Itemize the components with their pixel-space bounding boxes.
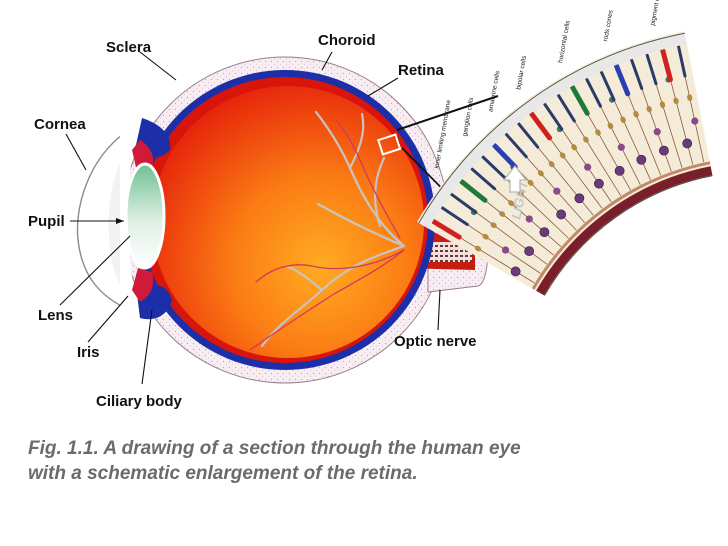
layer-label: inner limiting membrane xyxy=(434,99,453,169)
bipolar-cell xyxy=(633,110,639,118)
bipolar-cell xyxy=(646,105,652,113)
cone-photoreceptor xyxy=(613,63,631,97)
optic-nerve-fibers xyxy=(420,242,472,262)
amacrine-cell xyxy=(553,187,561,195)
rod-photoreceptor xyxy=(585,77,602,108)
leader-lines xyxy=(59,51,441,385)
layer-label: ganglion cells xyxy=(462,96,476,137)
ganglion-cell xyxy=(594,178,604,189)
label-cornea: Cornea xyxy=(34,116,86,133)
rod-photoreceptor xyxy=(517,122,540,149)
bipolar-cell xyxy=(490,222,497,229)
caption-line-2: with a schematic enlargement of the reti… xyxy=(28,463,418,484)
bipolar-cell xyxy=(537,170,544,177)
figure-caption: Fig. 1.1. A drawing of a section through… xyxy=(28,436,648,486)
bipolar-cell xyxy=(659,101,666,109)
bipolar-cell xyxy=(527,179,534,186)
lens xyxy=(124,162,166,270)
light-arrow xyxy=(502,164,528,193)
cone-photoreceptor xyxy=(570,84,590,116)
ganglion-cell xyxy=(659,145,669,156)
bipolar-cell xyxy=(620,116,626,124)
ganglion-cell xyxy=(682,138,693,149)
label-pupil: Pupil xyxy=(28,213,65,230)
caption-line-1: Fig. 1.1. A drawing of a section through… xyxy=(28,438,521,459)
bipolar-cell xyxy=(474,245,482,252)
rod-photoreceptor xyxy=(556,93,576,123)
bipolar-cell xyxy=(583,136,589,143)
ganglion-cell xyxy=(574,193,585,204)
cone-photoreceptor xyxy=(459,179,488,203)
cone-photoreceptor xyxy=(431,219,462,240)
rod-photoreceptor xyxy=(630,58,644,90)
vitreous-body xyxy=(152,86,424,358)
bipolar-cell xyxy=(508,200,515,207)
retinal-arteries xyxy=(249,119,405,351)
label-lens: Lens xyxy=(38,307,73,324)
cone-photoreceptor xyxy=(660,48,673,83)
globe-front-opening xyxy=(120,118,140,318)
bipolar-cell xyxy=(499,211,506,217)
bipolar-cell xyxy=(482,233,489,240)
enlargement-box xyxy=(377,133,402,156)
bipolar-cell xyxy=(559,152,566,159)
rod-photoreceptor xyxy=(470,167,497,191)
amacrine-cell xyxy=(525,215,533,223)
ganglion-cell xyxy=(556,209,567,220)
label-ciliary-body: Ciliary body xyxy=(96,393,183,410)
bipolar-cell xyxy=(548,161,555,168)
layer-label: horizontal cells xyxy=(557,19,571,63)
pupil-arrowhead xyxy=(116,218,124,224)
bipolar-cell xyxy=(673,97,679,105)
bipolar-cell xyxy=(595,129,601,136)
pigment-epithelium xyxy=(419,34,687,229)
label-retina: Retina xyxy=(398,62,445,79)
amacrine-cell xyxy=(653,128,661,136)
label-iris: Iris xyxy=(77,344,100,361)
rod-photoreceptor xyxy=(600,70,616,102)
cone-photoreceptor xyxy=(529,111,553,141)
layer-label: bipolar cells xyxy=(515,54,528,90)
layer-label: rods cones xyxy=(602,9,615,42)
bipolar-cell xyxy=(607,122,614,130)
label-sclera: Sclera xyxy=(106,39,152,56)
ganglion-cell xyxy=(614,165,625,176)
label-choroid: Choroid xyxy=(318,32,376,49)
rod-photoreceptor xyxy=(504,132,528,159)
layer-label: amacrine cells xyxy=(487,70,501,113)
amacrine-cell xyxy=(584,163,592,171)
nerve-fiber-layer xyxy=(531,161,711,290)
layer-label: pigment epithelium xyxy=(649,0,665,26)
rod-photoreceptor xyxy=(543,102,564,131)
rod-photoreceptor xyxy=(481,155,507,180)
amacrine-cell xyxy=(501,246,510,254)
connector-line-upper xyxy=(396,95,499,131)
amacrine-cell xyxy=(617,143,625,151)
label-optic-nerve: Optic nerve xyxy=(394,333,477,350)
iris-lower xyxy=(132,268,154,302)
rod-photoreceptor xyxy=(677,45,687,78)
inner-limiting-membrane-edge xyxy=(543,175,713,296)
enlargement-background xyxy=(417,31,713,296)
ganglion-cell xyxy=(636,154,647,165)
pigment-epithelium-edge xyxy=(418,32,685,224)
ganglion-cell xyxy=(539,227,550,238)
bipolar-cell xyxy=(687,94,693,101)
ganglion-cell xyxy=(510,266,521,277)
rod-photoreceptor xyxy=(450,192,478,214)
amacrine-cell xyxy=(691,117,699,125)
inner-limiting-membrane xyxy=(536,166,713,296)
retinal-vessels xyxy=(260,110,406,348)
ganglion-cell xyxy=(524,246,535,257)
bipolar-cell xyxy=(571,144,578,151)
rod-photoreceptor xyxy=(440,206,469,226)
rod-photoreceptor xyxy=(645,53,658,86)
cone-photoreceptor xyxy=(491,142,518,170)
